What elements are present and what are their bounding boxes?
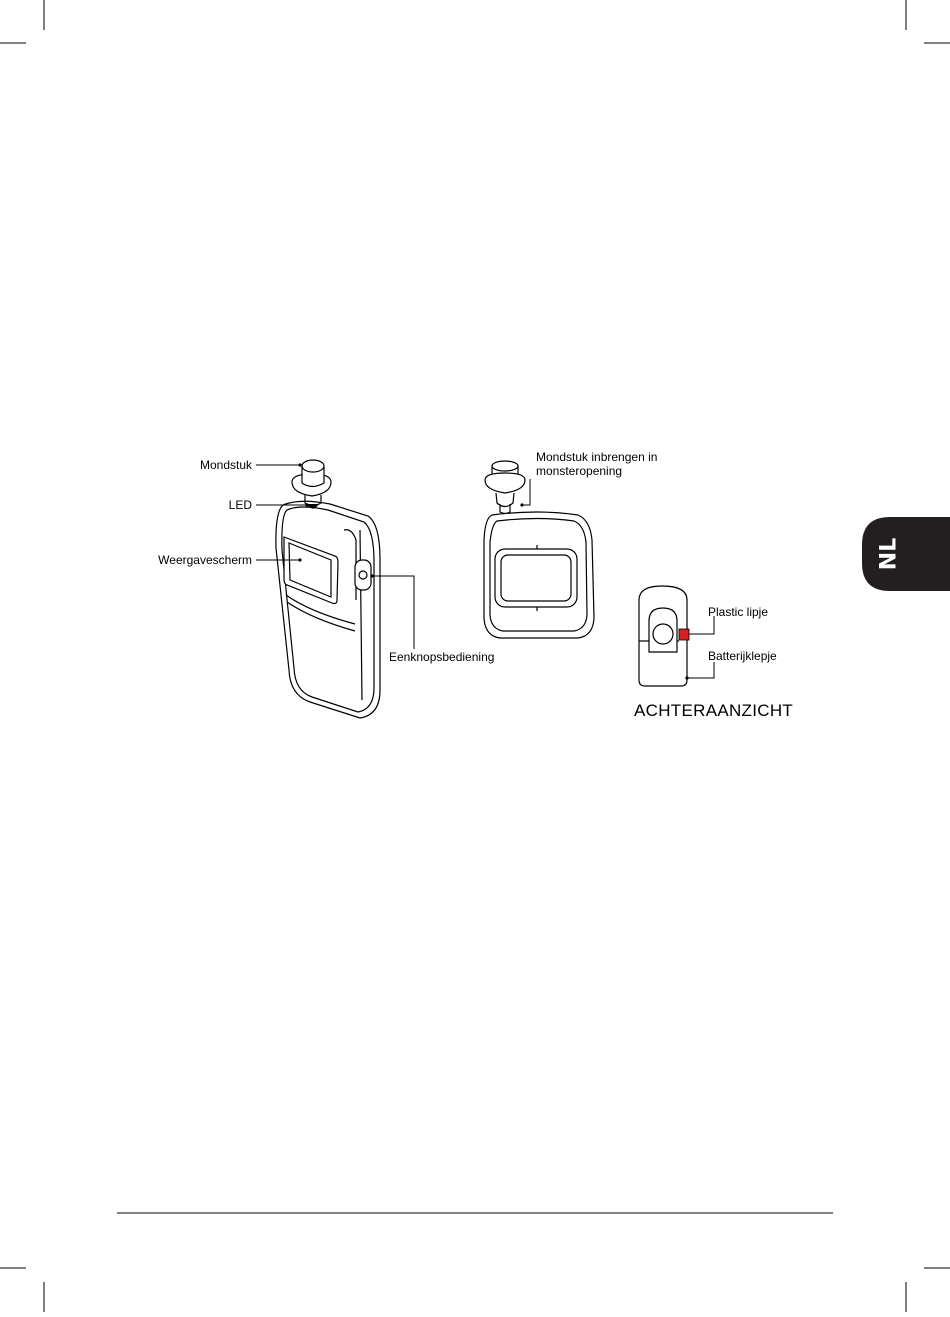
insert-leader-dot (520, 503, 523, 506)
mouthpiece-label: Mondstuk (200, 458, 253, 472)
insert-instruction-line1: Mondstuk inbrengen in (536, 450, 657, 464)
insert-device-illustration (484, 461, 594, 638)
language-tab-label: NL (877, 538, 902, 570)
front-device-illustration (276, 460, 380, 718)
button-label: Eenknopsbediening (389, 650, 494, 664)
plastic-tab-label: Plastic lipje (708, 605, 768, 619)
battery-cover-label: Batterijklepje (708, 649, 777, 663)
rear-leader-lines (687, 616, 714, 678)
rear-leader-dot (685, 676, 688, 679)
rear-view-title: ACHTERAANZICHT (634, 701, 793, 720)
plastic-tab-marker (679, 629, 689, 640)
display-label: Weergavescherm (158, 553, 252, 567)
language-tab: NL (862, 517, 950, 591)
led-label: LED (229, 498, 253, 512)
insert-instruction-line2: monsteropening (536, 464, 622, 478)
